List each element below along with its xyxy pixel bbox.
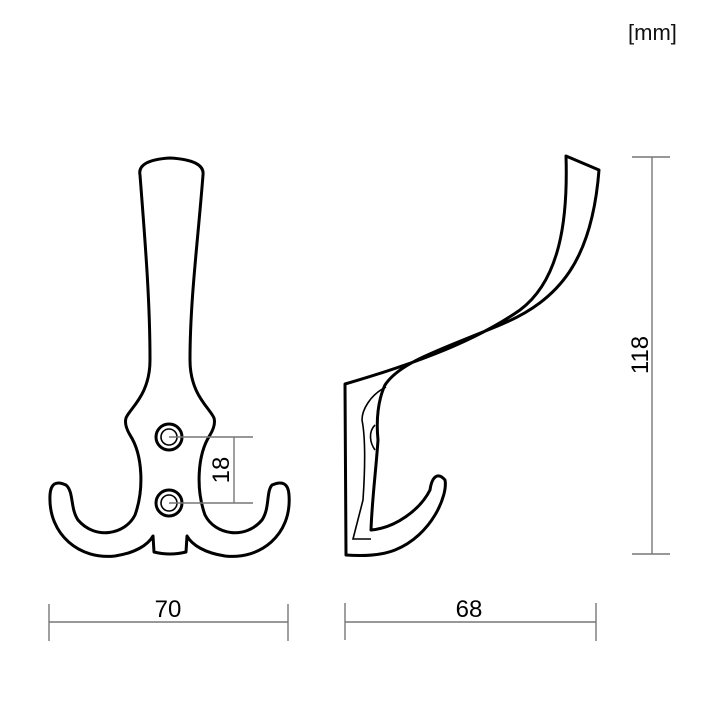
- side-screw-bulge: [369, 424, 376, 451]
- hole-spacing-label: 18: [208, 457, 235, 484]
- depth-dimension: 68: [344, 596, 597, 641]
- units-label: [mm]: [628, 20, 677, 45]
- height-label: 118: [627, 336, 654, 374]
- hole-spacing-dimension: 18: [169, 436, 253, 504]
- width-dimension: 70: [48, 596, 289, 641]
- side-hook-profile: [343, 154, 601, 557]
- depth-label: 68: [456, 596, 483, 623]
- side-view: 118: [343, 154, 670, 557]
- width-label: 70: [155, 596, 182, 623]
- front-hook-body: [48, 156, 291, 558]
- front-view: 18: [48, 156, 291, 558]
- side-inner-contour: [351, 386, 387, 540]
- height-dimension: 118: [627, 156, 670, 555]
